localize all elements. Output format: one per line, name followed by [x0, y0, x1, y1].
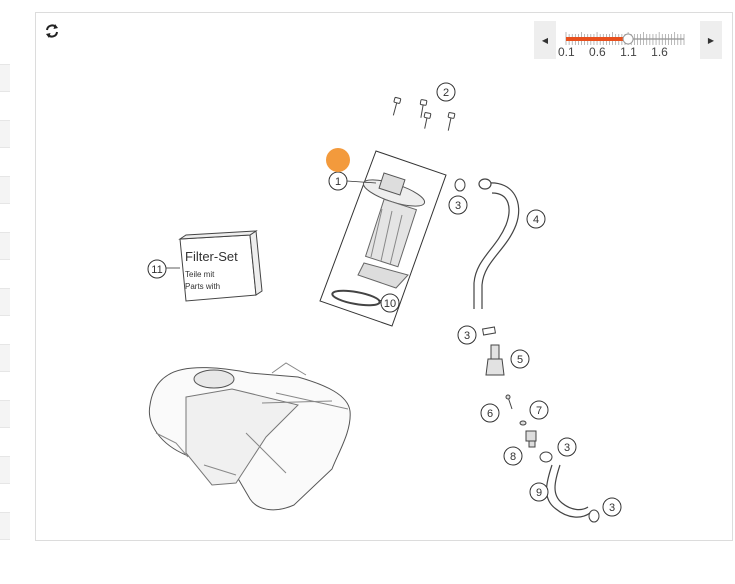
svg-text:2: 2	[443, 87, 449, 99]
callout-3: 3	[557, 437, 577, 457]
small-fittings	[505, 394, 537, 448]
fuel-tank	[148, 362, 351, 511]
callout-6: 6	[480, 403, 500, 423]
callout-5: 5	[510, 349, 530, 369]
filter-set-line2: Parts with	[185, 282, 220, 291]
list-row[interactable]	[0, 232, 10, 260]
callout-3: 3	[457, 325, 477, 345]
list-row[interactable]	[0, 456, 10, 484]
svg-text:6: 6	[487, 408, 493, 420]
parts-diagram-viewer[interactable]: Filter-Set Teile mit Parts with 1 2 3 3 …	[35, 12, 733, 541]
callout-7: 7	[529, 400, 549, 420]
svg-text:8: 8	[510, 451, 516, 463]
fuel-pump-assembly	[319, 150, 447, 327]
list-row[interactable]	[0, 176, 10, 204]
callout-9: 9	[529, 482, 549, 502]
list-row[interactable]	[0, 64, 10, 92]
svg-text:9: 9	[536, 487, 542, 499]
callout-11: 11	[147, 259, 167, 279]
svg-text:7: 7	[536, 405, 542, 417]
bolts-group	[392, 96, 456, 131]
fuel-hose	[473, 178, 520, 309]
svg-text:10: 10	[384, 298, 396, 310]
refresh-icon	[46, 24, 58, 38]
callout-10: 10	[380, 293, 400, 313]
list-row[interactable]	[0, 344, 10, 372]
filter-set-title: Filter-Set	[185, 249, 238, 264]
zoom-scale-label: 0.6	[589, 45, 606, 59]
svg-text:5: 5	[517, 354, 523, 366]
zoom-track[interactable]	[564, 29, 686, 51]
zoom-scale-label: 0.1	[558, 45, 575, 59]
clamps	[454, 178, 600, 523]
caret-right-icon: ▶	[707, 35, 715, 45]
zoom-handle[interactable]	[622, 33, 634, 45]
svg-text:1: 1	[335, 176, 341, 188]
list-row[interactable]	[0, 512, 10, 540]
callout-3: 3	[448, 195, 468, 215]
exploded-parts-diagram: Filter-Set Teile mit Parts with 1 2 3 3 …	[147, 82, 622, 523]
list-row[interactable]	[0, 120, 10, 148]
return-hose	[545, 464, 591, 518]
zoom-scale-labels: 0.1 0.6 1.1 1.6	[558, 45, 690, 59]
list-row[interactable]	[0, 288, 10, 316]
zoom-scale-label: 1.6	[651, 45, 668, 59]
zoom-scale-label: 1.1	[620, 45, 637, 59]
zoom-slider[interactable]: ◀ 0.1 0.6 1.1 1.6 ▶	[534, 21, 722, 61]
left-panel-edge	[0, 0, 10, 584]
callout-labels: 1 2 3 3 3 3 4 5 6 7 8 9 10 11	[147, 82, 622, 517]
svg-text:3: 3	[609, 502, 615, 514]
svg-text:11: 11	[151, 264, 162, 276]
callout-1: 1	[328, 171, 348, 191]
callout-2: 2	[436, 82, 456, 102]
svg-text:3: 3	[564, 442, 570, 454]
list-row[interactable]	[0, 400, 10, 428]
zoom-in-button[interactable]: ▶	[700, 21, 722, 59]
quick-connector	[485, 344, 505, 376]
refresh-button[interactable]	[44, 23, 60, 39]
svg-text:3: 3	[464, 330, 470, 342]
zoom-out-button[interactable]: ◀	[534, 21, 556, 59]
filter-set-box: Filter-Set Teile mit Parts with	[178, 230, 263, 302]
callout-8: 8	[503, 446, 523, 466]
callout-3: 3	[602, 497, 622, 517]
filter-set-line1: Teile mit	[185, 270, 215, 279]
svg-text:3: 3	[455, 200, 461, 212]
svg-text:4: 4	[533, 214, 539, 226]
part-hotspot-marker[interactable]	[326, 148, 350, 172]
caret-left-icon: ◀	[541, 35, 549, 45]
callout-4: 4	[526, 209, 546, 229]
